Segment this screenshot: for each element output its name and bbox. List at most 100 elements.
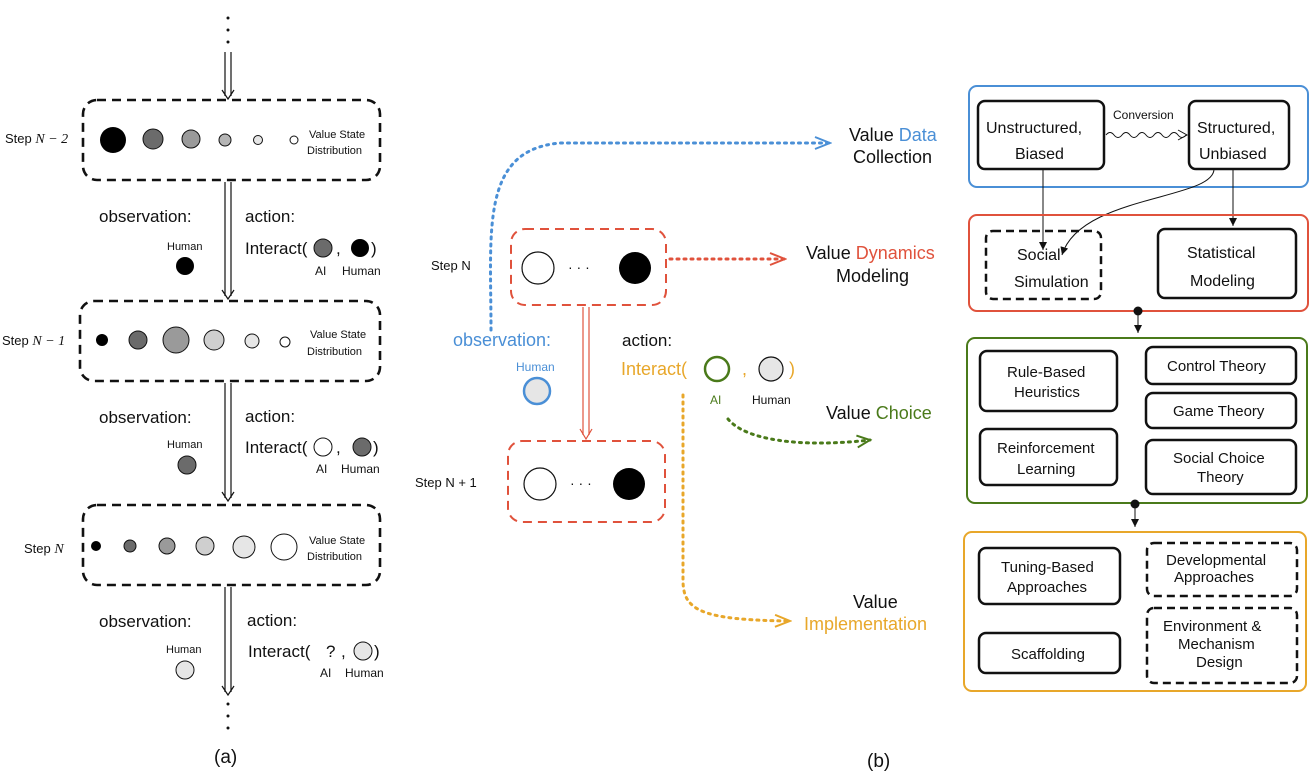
ellipsis: · · · [568,259,590,275]
game-theory-box [1144,391,1298,430]
structured-label: Unbiased [1199,146,1267,163]
comma: , [341,642,346,661]
value-implementation-label: Implementation [804,614,927,634]
rl-label: Reinforcement [997,440,1095,457]
control-theory-label: Control Theory [1167,358,1266,375]
value-state-label: Value State [309,129,365,141]
value-data-collection-label: Collection [853,147,932,167]
ai-label: AI [320,666,331,680]
step-n-box [510,228,667,306]
taxonomy: Unstructured, Biased Structured, Unbiase… [963,85,1309,692]
interact-label: Interact( [245,438,308,457]
value-state-label: Distribution [307,551,362,563]
ai-label: AI [316,462,327,476]
developmental-label: Approaches [1174,569,1254,586]
close-paren: ) [373,438,379,457]
environment-mechanism-box [1145,606,1299,685]
action-label: action: [245,207,295,226]
observer-label: Human [166,644,201,656]
interact-label: Interact( [621,359,687,379]
game-theory-label: Game Theory [1173,403,1265,420]
rl-box [978,427,1119,487]
observation-label: observation: [99,207,192,226]
ai-label: AI [710,393,721,407]
step-box-n-1 [78,299,382,383]
comma: , [336,239,341,258]
value-state-label: Distribution [307,145,362,157]
social-choice-label: Theory [1197,469,1244,486]
ellipsis: · · · [570,475,592,491]
tuning-based-label: Tuning-Based [1001,559,1094,576]
conversion-label: Conversion [1113,108,1174,122]
statistical-modeling-label: Modeling [1190,273,1255,290]
step-n1-box [507,440,666,523]
step-box-n [81,503,382,587]
structured-box [1187,99,1291,171]
environment-label: Mechanism [1178,636,1255,653]
tuning-based-box [977,546,1122,606]
step-box-n-2 [81,98,382,182]
scaffolding-label: Scaffolding [1011,646,1085,663]
value-state-label: Value State [310,329,366,341]
value-data-collection-label: Value Data [849,125,938,145]
panel-b: Step N · · · Step N + 1 · · · observatio… [415,125,938,772]
rl-label: Learning [1017,461,1075,478]
social-simulation-label: Social [1017,247,1061,264]
statistical-modeling-box [1156,227,1298,300]
step-label: Step N [24,541,64,557]
panel-a: Step N − 2 Value State Distribution obse… [2,16,384,768]
implementation-group [963,531,1307,692]
step-n1-label: Step N + 1 [415,475,477,490]
comma: , [336,438,341,457]
social-choice-label: Social Choice [1173,450,1265,467]
human-label: Human [341,462,380,476]
value-state-label: Value State [309,535,365,547]
tuning-based-label: Approaches [1007,579,1087,596]
interact-label: Interact( [245,239,308,258]
observer-label: Human [167,241,202,253]
action-label: action: [247,611,297,630]
comma: , [742,359,747,379]
statistical-modeling-label: Statistical [1187,245,1255,262]
interact-label: Interact( [248,642,311,661]
data-collection-group [968,85,1309,188]
close-paren: ) [789,359,795,379]
scaffolding-box [977,631,1122,675]
action-label: action: [622,331,672,350]
unstructured-label: Unstructured, [986,120,1082,137]
value-implementation-label: Value [853,592,898,612]
rule-based-label: Rule-Based [1007,364,1085,381]
value-dynamics-label: Modeling [836,266,909,286]
observation-label: observation: [99,612,192,631]
step-n-label: Step N [431,258,471,273]
step-label: Step N − 2 [5,131,68,147]
unstructured-box [976,99,1106,171]
close-paren: ) [374,642,380,661]
social-simulation-label: Simulation [1014,274,1089,291]
observation-label: observation: [453,330,551,350]
structured-label: Structured, [1197,120,1275,137]
observation-label: observation: [99,408,192,427]
social-simulation-box [984,229,1103,301]
rule-based-label: Heuristics [1014,384,1080,401]
developmental-label: Developmental [1166,552,1266,569]
human-label: Human [342,264,381,278]
social-choice-box [1144,438,1298,496]
observer-label: Human [516,360,555,374]
value-state-label: Distribution [307,346,362,358]
caption-a: (a) [214,747,237,768]
action-label: action: [245,407,295,426]
environment-label: Environment & [1163,618,1261,635]
environment-label: Design [1196,654,1243,671]
close-paren: ) [371,239,377,258]
unknown-ai-action: ? [326,642,335,661]
value-choice-label: Value Choice [826,403,932,423]
value-dynamics-label: Value Dynamics [806,243,935,263]
developmental-box [1145,541,1299,598]
human-label: Human [752,393,791,407]
rule-based-box [978,349,1119,413]
control-theory-box [1144,345,1298,386]
step-label: Step N − 1 [2,333,65,349]
ai-label: AI [315,264,326,278]
